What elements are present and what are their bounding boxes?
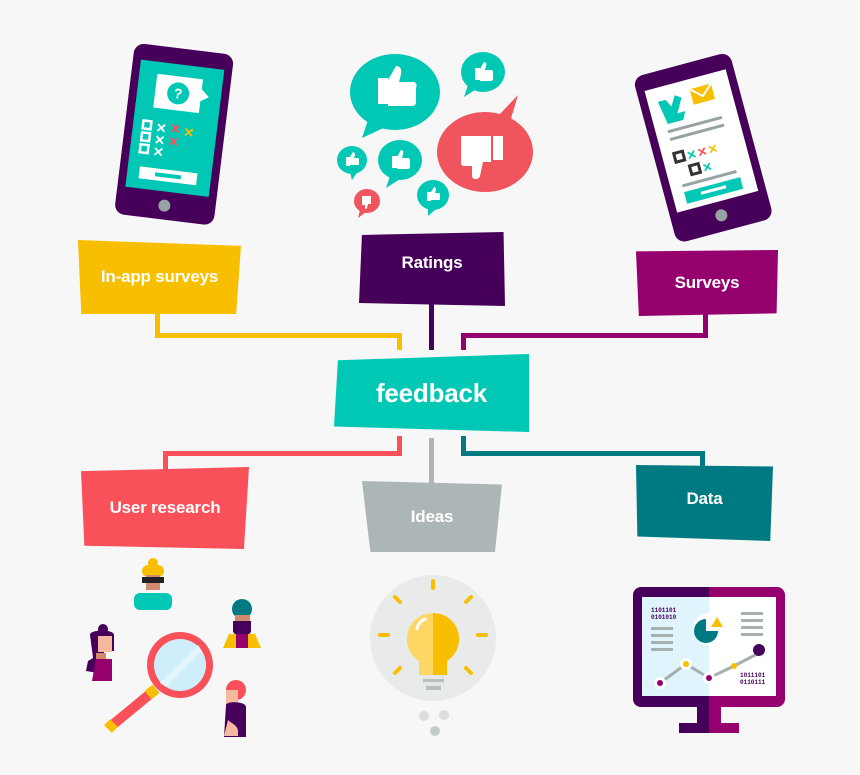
- node-label: Data: [686, 489, 723, 508]
- node-ideas: Ideas: [362, 481, 502, 552]
- svg-text:✕: ✕: [155, 120, 168, 136]
- phone-survey-icon: ✕ ✕ ✕ ✕: [625, 50, 780, 245]
- magnifier-people-icon: [70, 555, 290, 740]
- binary-text: 1101101: [651, 607, 677, 614]
- lightbulb-icon: [368, 575, 503, 740]
- binary-text: 0101010: [651, 614, 677, 621]
- node-ratings: Ratings: [359, 232, 505, 306]
- svg-text:✕: ✕: [701, 159, 714, 175]
- thumbs-speech-bubbles-icon: [330, 40, 545, 220]
- svg-text:✕: ✕: [685, 147, 698, 163]
- svg-text:✕: ✕: [183, 124, 196, 140]
- connector-ratings: [429, 302, 434, 350]
- svg-text:✕: ✕: [152, 144, 165, 160]
- node-data: Data: [636, 465, 773, 541]
- binary-text: 0110111: [740, 679, 766, 686]
- node-surveys: Surveys: [636, 250, 778, 316]
- svg-text:?: ?: [173, 85, 183, 102]
- center-label: feedback: [375, 377, 488, 408]
- node-feedback: feedback: [334, 354, 529, 432]
- node-label: In-app surveys: [100, 267, 219, 286]
- node-label: Ideas: [410, 506, 454, 526]
- phone-question-icon: ? ✕ ✕ ✕ ✕ ✕ ✕: [110, 38, 235, 233]
- svg-text:✕: ✕: [706, 141, 719, 157]
- svg-text:✕: ✕: [169, 121, 182, 137]
- binary-text: 1011101: [740, 672, 766, 679]
- svg-text:✕: ✕: [696, 144, 709, 160]
- svg-text:✕: ✕: [153, 132, 166, 148]
- node-user-research: User research: [81, 467, 249, 549]
- node-label: Ratings: [401, 253, 463, 272]
- svg-text:✕: ✕: [167, 134, 180, 150]
- node-label: User research: [109, 498, 221, 517]
- monitor-chart-icon: 1101101 0101010 1011101 0110111: [633, 587, 785, 735]
- connector-ideas: [429, 438, 434, 484]
- node-in-app-surveys: In-app surveys: [78, 240, 241, 314]
- node-label: Surveys: [674, 273, 740, 292]
